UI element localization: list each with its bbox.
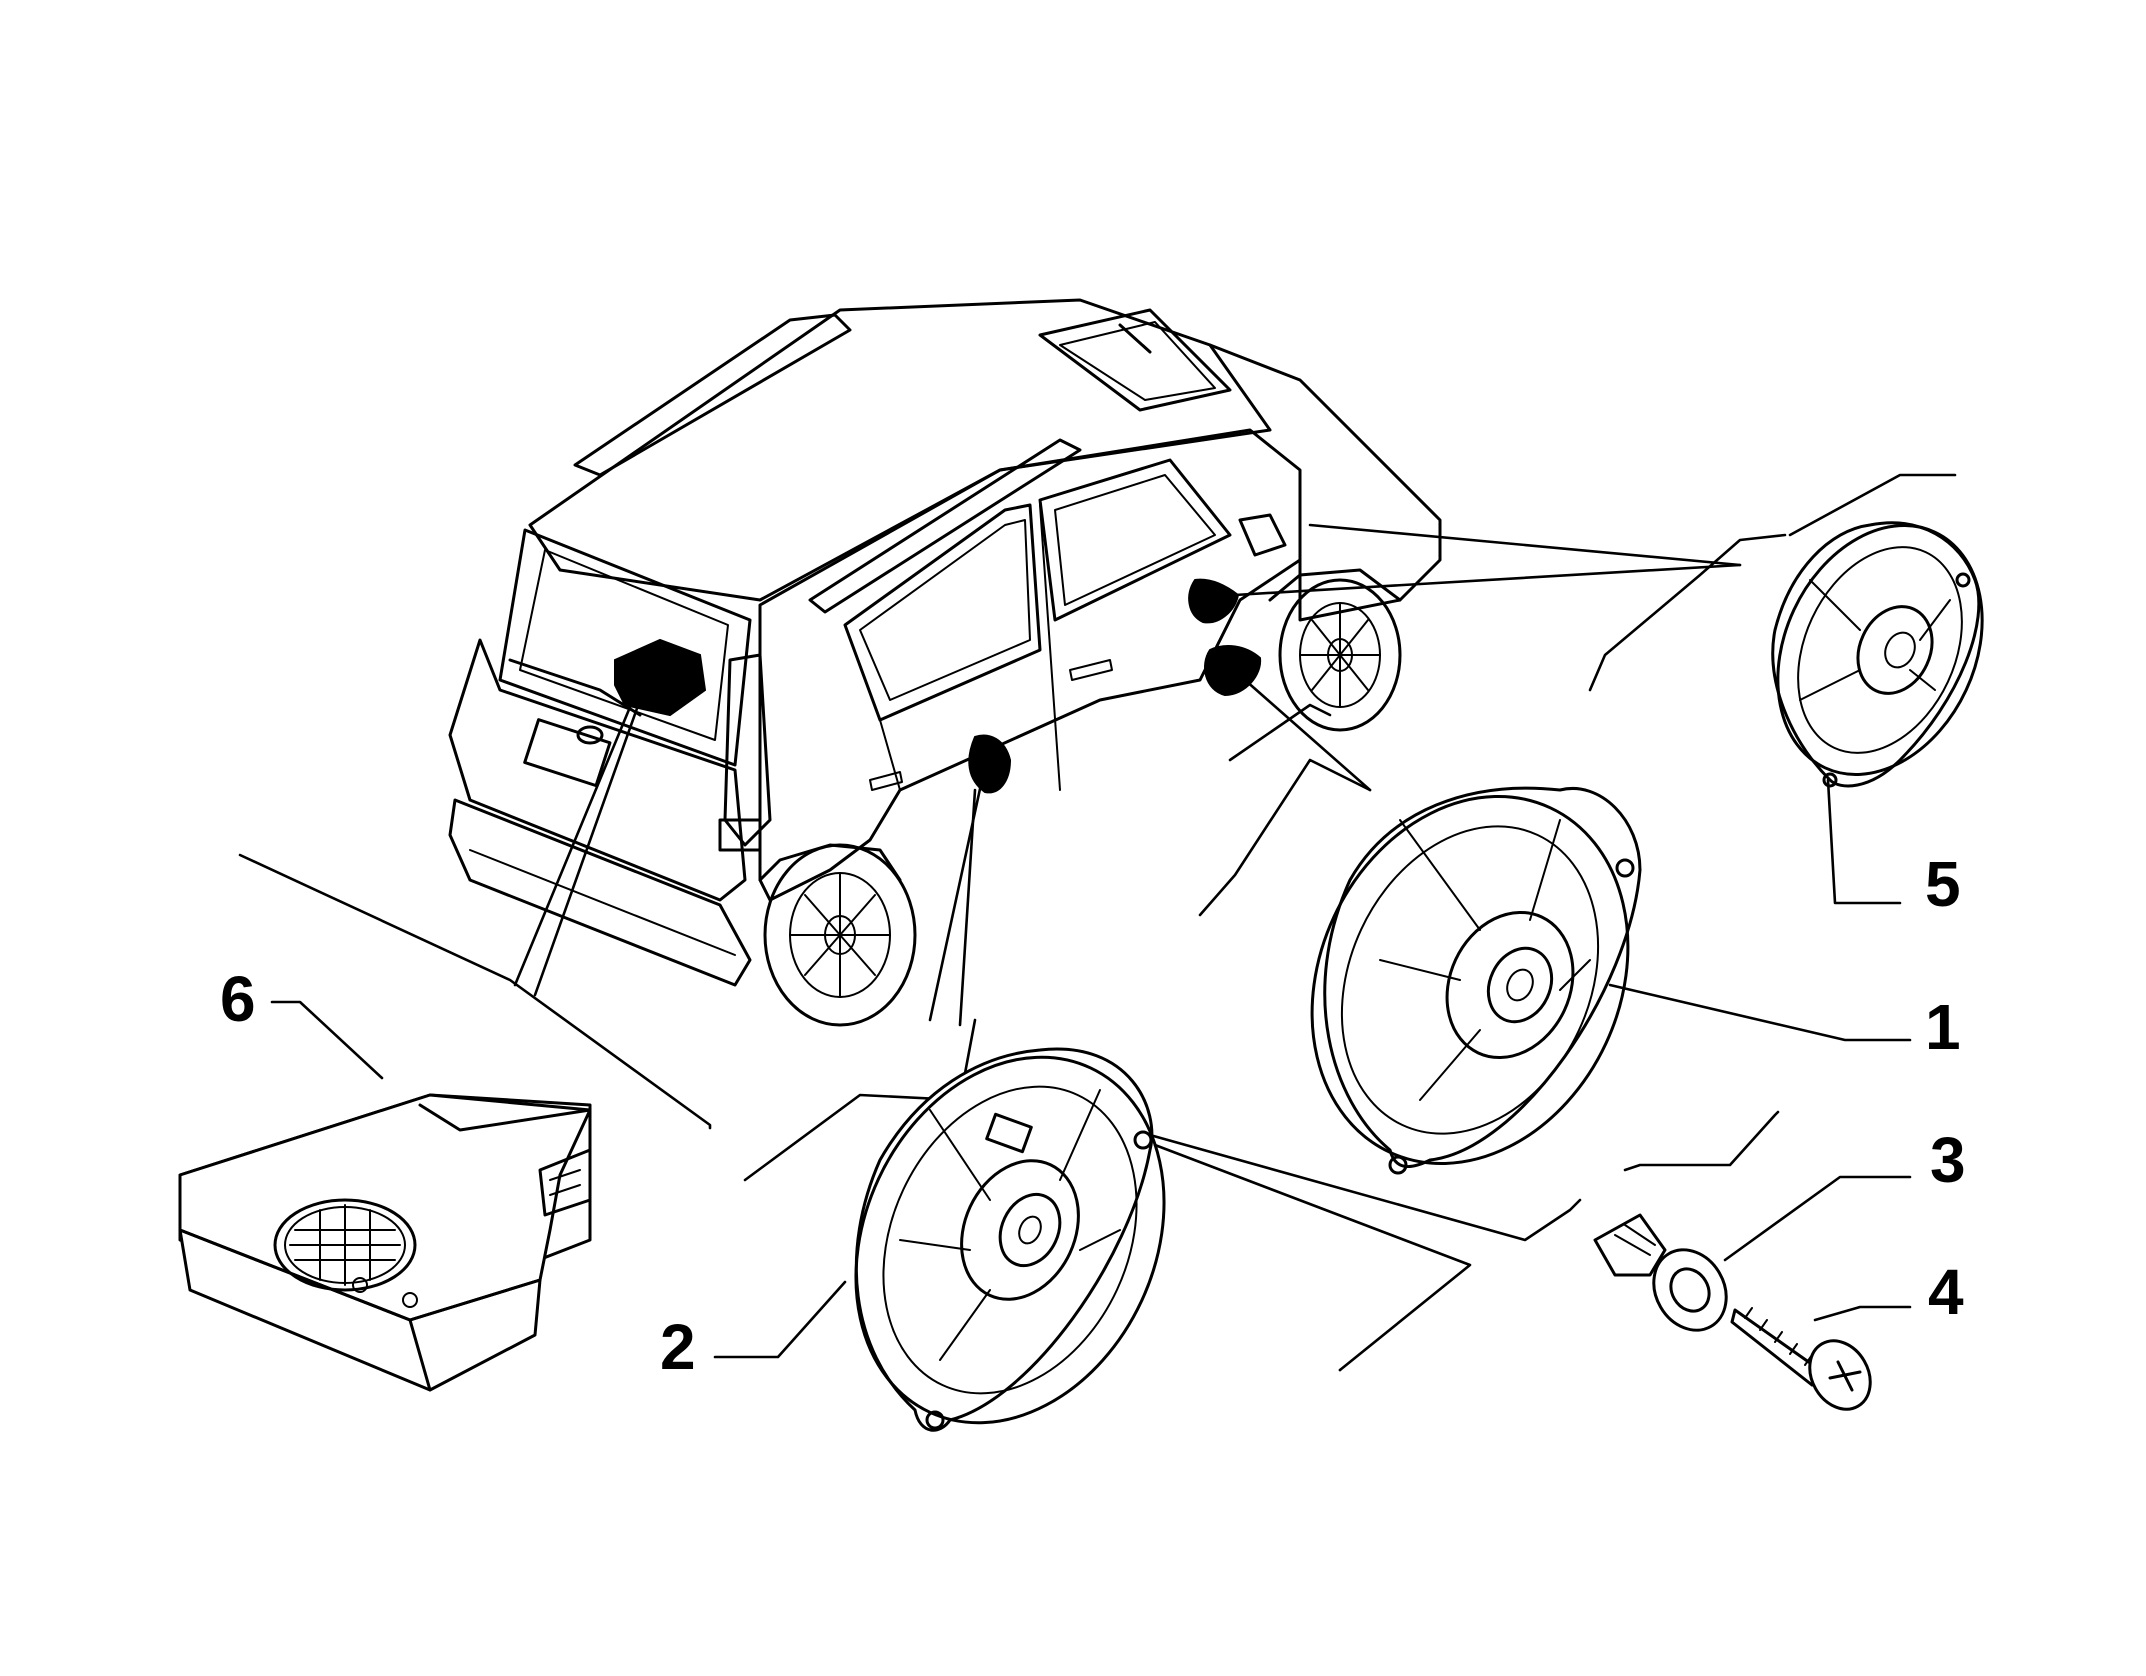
callout-2: 2 bbox=[660, 1311, 696, 1383]
callout-4: 4 bbox=[1928, 1256, 1964, 1328]
car-illustration bbox=[448, 298, 1442, 1027]
callout-6: 6 bbox=[220, 963, 256, 1035]
callout-3: 3 bbox=[1930, 1124, 1966, 1196]
callout-5: 5 bbox=[1925, 848, 1961, 920]
callout-1: 1 bbox=[1925, 991, 1961, 1063]
part-1-door-speaker bbox=[1310, 786, 1642, 1175]
part-5-tweeter-speaker bbox=[1771, 521, 1984, 788]
part-4-self-tapping-screw bbox=[1730, 1307, 1872, 1411]
part-2-door-speaker bbox=[854, 1047, 1166, 1432]
part-3-plastic-rivet bbox=[1593, 1213, 1728, 1332]
callout-leaders bbox=[270, 778, 1912, 1372]
part-6-subwoofer-box bbox=[178, 1093, 592, 1392]
leader-lines bbox=[238, 473, 1957, 1182]
